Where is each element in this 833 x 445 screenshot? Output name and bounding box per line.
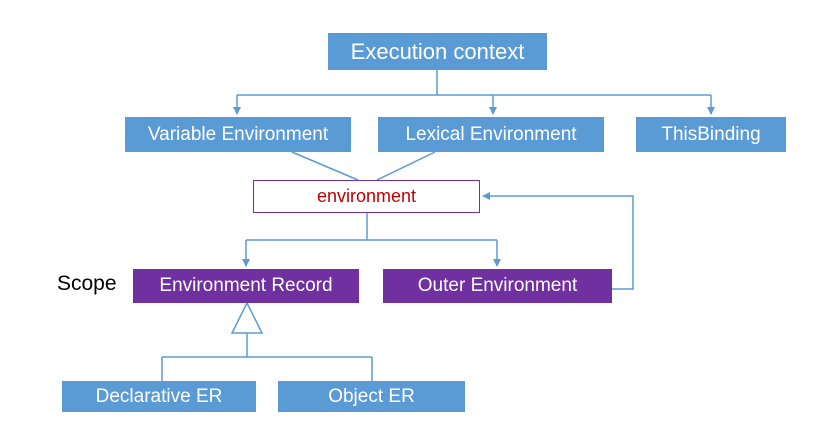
outer-environment-box: Outer Environment xyxy=(383,269,612,303)
variable-environment-box: Variable Environment xyxy=(125,117,351,152)
inheritance-triangle xyxy=(230,301,264,334)
execution-context-box: Execution context xyxy=(328,33,547,70)
object-er-box: Object ER xyxy=(278,381,465,412)
declarative-er-box: Declarative ER xyxy=(62,381,256,412)
lexical-environment-box: Lexical Environment xyxy=(378,117,604,152)
this-binding-box: ThisBinding xyxy=(636,117,786,152)
environment-box: environment xyxy=(253,180,480,213)
connector-lexical-to-environment xyxy=(376,151,436,181)
scope-label: Scope xyxy=(57,272,117,295)
arrow-outer-to-environment xyxy=(482,192,634,290)
connector-variable-to-environment xyxy=(291,151,359,181)
environment-record-box: Environment Record xyxy=(133,269,359,303)
